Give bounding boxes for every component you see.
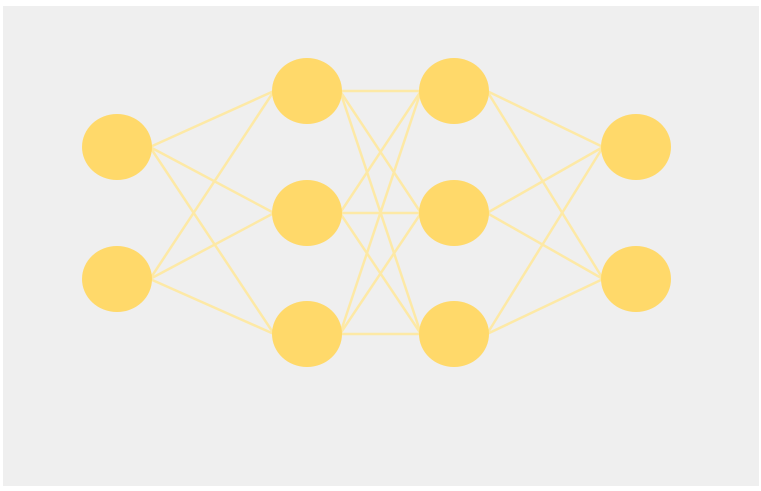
edge-hidden-1-3-to-hidden-2-1 xyxy=(338,90,423,335)
edge-hidden-1-2-to-hidden-2-1 xyxy=(338,90,423,214)
node-output-1 xyxy=(601,114,671,180)
connections-group xyxy=(148,89,605,336)
node-input-1 xyxy=(82,114,152,180)
edge-input-1-to-hidden-1-1 xyxy=(149,89,275,149)
nodes-group xyxy=(82,58,671,367)
node-hidden-2-1 xyxy=(419,58,489,124)
edge-input-2-to-hidden-1-2 xyxy=(149,211,275,281)
node-input-2 xyxy=(82,246,152,312)
edge-hidden-2-3-to-output-1 xyxy=(485,146,605,335)
node-output-2 xyxy=(601,246,671,312)
edge-input-2-to-hidden-1-1 xyxy=(148,90,276,280)
edge-hidden-2-1-to-output-2 xyxy=(485,90,605,280)
node-hidden-1-1 xyxy=(272,58,342,124)
edge-hidden-1-3-to-hidden-2-2 xyxy=(338,212,423,335)
diagram-canvas xyxy=(3,6,759,486)
edge-hidden-2-3-to-output-2 xyxy=(486,277,604,336)
edge-hidden-2-2-to-output-1 xyxy=(486,145,604,215)
node-hidden-2-3 xyxy=(419,301,489,367)
node-hidden-1-3 xyxy=(272,301,342,367)
node-hidden-1-2 xyxy=(272,180,342,246)
edge-input-1-to-hidden-1-3 xyxy=(148,146,276,335)
edge-input-2-to-hidden-1-3 xyxy=(149,277,275,336)
edge-hidden-2-1-to-output-1 xyxy=(486,89,604,149)
edge-input-1-to-hidden-1-2 xyxy=(149,145,275,215)
edge-hidden-2-2-to-output-2 xyxy=(486,211,604,281)
node-hidden-2-2 xyxy=(419,180,489,246)
